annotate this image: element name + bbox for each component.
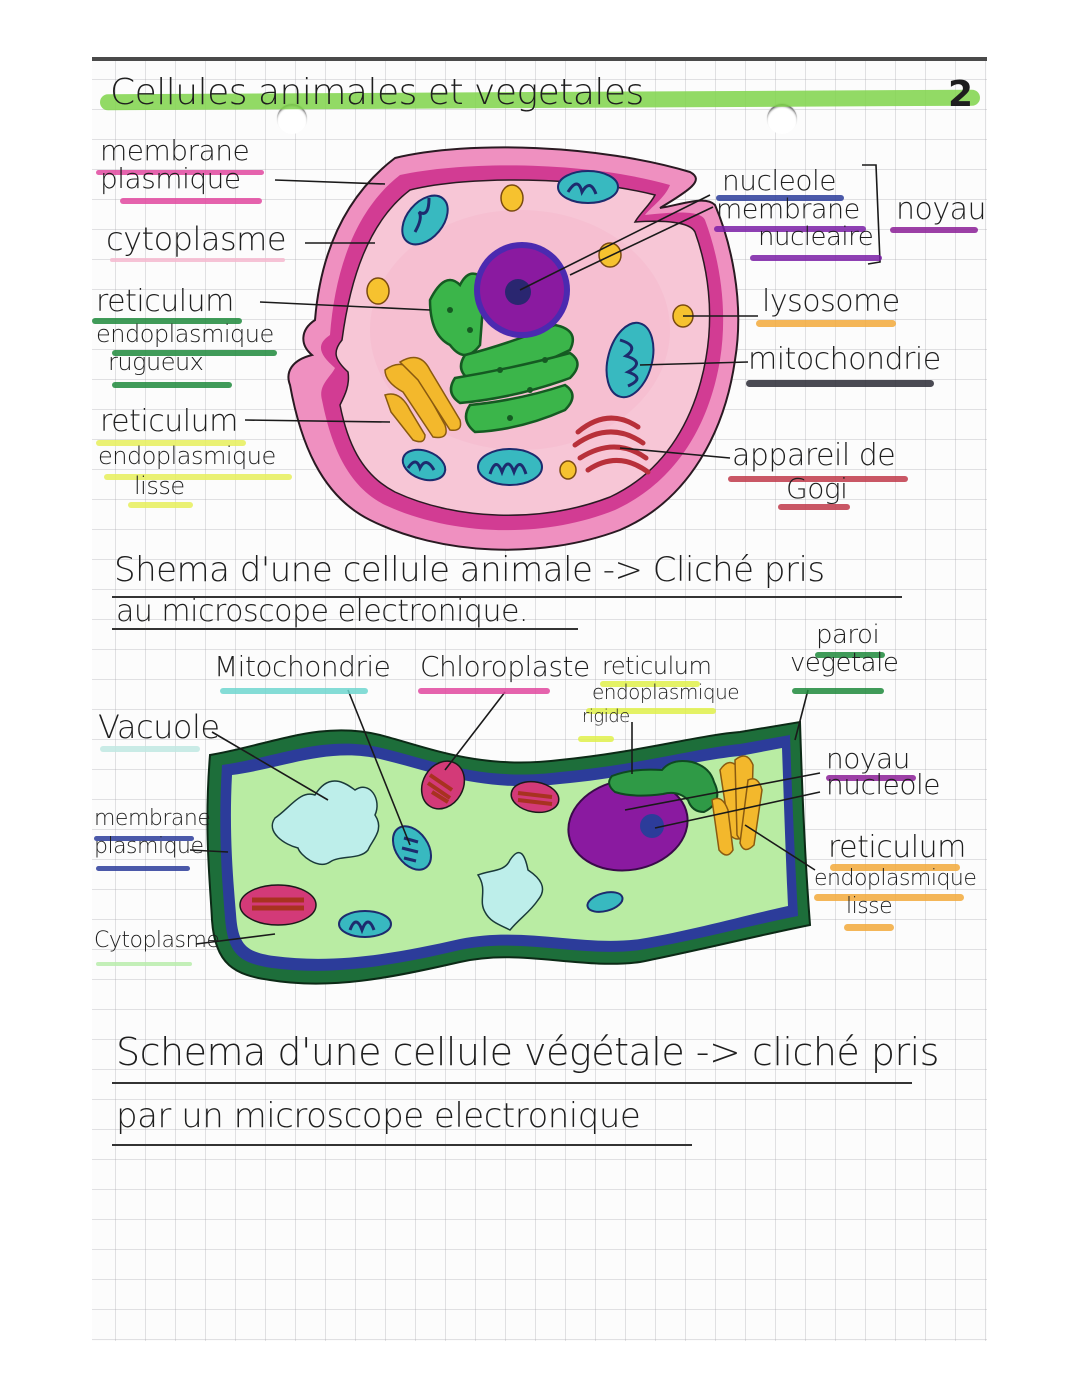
label-membrane: membrane — [100, 134, 250, 167]
plant-caption-underline-2 — [112, 1144, 692, 1146]
animal-caption-line1: Shema d'une cellule animale -> Cliché pr… — [114, 550, 825, 590]
label-reticulum-1: reticulum — [96, 284, 234, 319]
label-nucleole-plant: nucleole — [826, 768, 941, 801]
label-reticulum-lisse-plant-2: endoplasmique — [814, 866, 977, 891]
chloroplasts — [239, 760, 560, 926]
highlight-membrane-nucleaire-2 — [750, 255, 882, 261]
label-endoplasmique-1: endoplasmique — [96, 320, 274, 348]
highlight-paroi — [815, 652, 885, 658]
highlight-membrane — [96, 170, 264, 175]
label-reticulum-2: reticulum — [100, 404, 238, 439]
label-paroi: paroi — [816, 620, 880, 650]
highlight-plasmique — [120, 198, 262, 204]
animal-caption-underline-2 — [112, 628, 578, 630]
highlight-reticulum-rigide-3 — [578, 736, 614, 742]
highlight-reticulum-lisse-1 — [96, 440, 246, 446]
highlight-golgi — [778, 504, 850, 510]
label-reticulum-rigide-2: endoplasmique — [592, 680, 740, 704]
highlight-reticulum-lisse-plant-3 — [844, 924, 894, 931]
golgi-apparatus — [572, 415, 651, 475]
plant-caption-line1: Schema d'une cellule végétale -> cliché … — [116, 1030, 939, 1074]
label-lysosome: lysosome — [762, 284, 900, 319]
plant-caption-line2: par un microscope electronique — [116, 1096, 641, 1136]
label-plasmique: plasmique — [100, 162, 241, 195]
label-reticulum-lisse-plant-3: lisse — [846, 894, 893, 919]
highlight-reticulum-rugueux-1 — [92, 318, 242, 324]
label-noyau-plant: noyau — [826, 742, 910, 775]
highlight-reticulum-rigide-2 — [586, 708, 716, 714]
mitochondria-group — [401, 170, 655, 486]
highlight-reticulum-rigide-1 — [600, 681, 700, 687]
label-chloroplaste: Chloroplaste — [420, 650, 590, 683]
label-mitochondrie: mitochondrie — [748, 342, 941, 377]
page-number: 2 — [948, 74, 973, 115]
label-noyau: noyau — [896, 192, 987, 227]
highlight-mitochondrie-plant — [220, 688, 368, 694]
highlight-reticulum-lisse-plant-2 — [814, 894, 964, 901]
label-endoplasmique-2: endoplasmique — [98, 442, 276, 470]
highlight-membrane-plasmique-2 — [96, 866, 190, 871]
label-membrane-nucleaire-2: nucleaire — [758, 222, 874, 252]
highlight-membrane-nucleaire-1 — [714, 226, 866, 232]
label-cytoplasme: cytoplasme — [106, 220, 287, 258]
plant-nucleus — [567, 778, 689, 872]
rough-er — [428, 272, 579, 434]
vacuole-1 — [271, 780, 380, 865]
plant-rough-er — [608, 760, 719, 814]
label-lisse: lisse — [134, 472, 185, 500]
label-reticulum-rigide-3: rigide — [582, 706, 630, 727]
highlight-appareil — [728, 476, 908, 482]
label-appareil-de: appareil de — [732, 438, 896, 473]
vacuole-2 — [476, 851, 544, 931]
animal-caption-underline-1 — [112, 596, 902, 598]
highlight-mitochondrie — [746, 380, 934, 387]
page-title: Cellules animales et vegetales — [110, 72, 644, 113]
highlight-reticulum-rugueux-3 — [112, 382, 232, 388]
plant-caption-underline-1 — [112, 1082, 912, 1084]
label-membrane-nucleaire-1: membrane — [716, 194, 860, 225]
highlight-cytoplasme — [110, 258, 285, 262]
highlight-cytoplasme-plant — [96, 962, 192, 966]
highlight-vegetale — [792, 688, 884, 694]
label-rugueux: rugueux — [108, 348, 204, 376]
label-golgi: Gogi — [786, 472, 848, 505]
label-membrane-plasmique-1: membrane — [94, 806, 211, 831]
highlight-noyau — [890, 227, 978, 233]
label-vegetale: vegetale — [790, 648, 899, 678]
highlight-nucleole — [716, 195, 844, 201]
highlight-reticulum-lisse-3 — [128, 502, 193, 508]
label-vacuole: Vacuole — [98, 708, 220, 746]
label-cytoplasme-plant: Cytoplasme — [94, 928, 220, 953]
nucleus — [474, 242, 570, 338]
highlight-reticulum-lisse-plant-1 — [830, 864, 960, 871]
animal-caption-line2: au microscope electronique. — [116, 594, 528, 629]
highlight-noyau-plant — [826, 775, 916, 781]
label-membrane-plasmique-2: plasmique — [94, 834, 204, 859]
plant-smooth-er — [711, 755, 763, 856]
label-mitochondrie-plant: Mitochondrie — [214, 650, 391, 683]
label-reticulum-lisse-plant-1: reticulum — [828, 830, 966, 865]
highlight-chloroplaste — [418, 688, 550, 694]
label-nucleole: nucleole — [722, 164, 837, 197]
smooth-er — [384, 356, 462, 443]
highlight-vacuole — [100, 746, 200, 752]
highlight-membrane-plasmique-1 — [94, 836, 194, 841]
label-reticulum-rigide-1: reticulum — [602, 652, 712, 680]
highlight-lysosome — [756, 320, 896, 327]
binder-hole-right — [767, 104, 797, 134]
highlight-reticulum-rugueux-2 — [112, 350, 277, 356]
highlight-reticulum-lisse-2 — [104, 474, 292, 480]
plant-mitochondria — [338, 825, 624, 938]
